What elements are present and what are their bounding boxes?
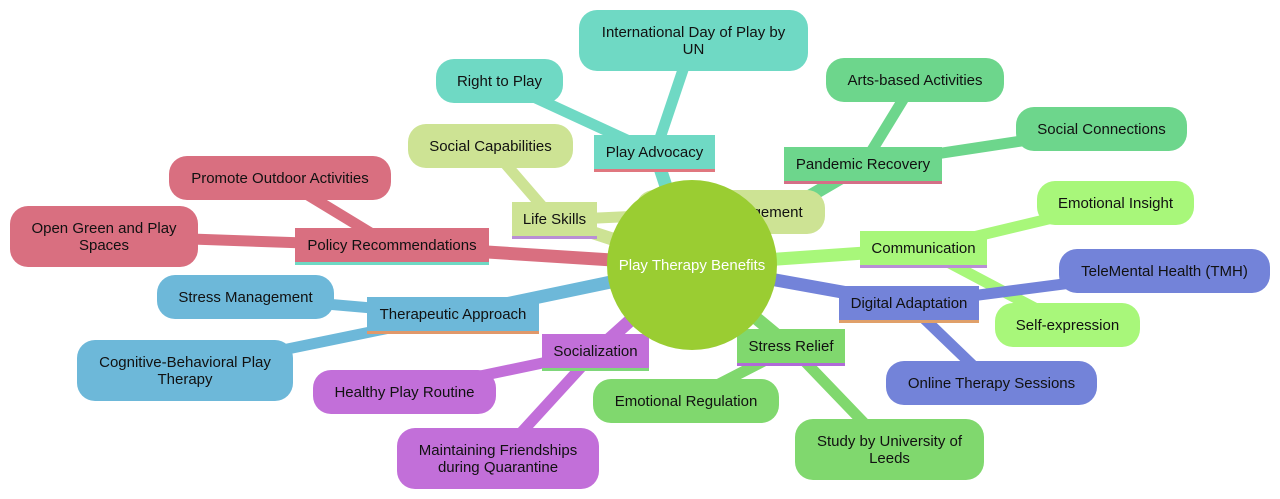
leaf-emotional-regulation[interactable]: Emotional Regulation <box>593 379 779 423</box>
branch-stress-relief[interactable]: Stress Relief <box>737 329 845 366</box>
leaf-international-day-of-play[interactable]: International Day of Play by UN <box>579 10 808 71</box>
leaf-telemental-health[interactable]: TeleMental Health (TMH) <box>1059 249 1270 293</box>
leaf-social-connections[interactable]: Social Connections <box>1016 107 1187 151</box>
branch-therapeutic-approach[interactable]: Therapeutic Approach <box>367 297 539 334</box>
branch-pandemic-recovery[interactable]: Pandemic Recovery <box>784 147 942 184</box>
leaf-maintaining-friendships[interactable]: Maintaining Friendships during Quarantin… <box>397 428 599 489</box>
branch-digital-adaptation[interactable]: Digital Adaptation <box>839 286 979 323</box>
leaf-cognitive-behavioral-play-therapy[interactable]: Cognitive-Behavioral Play Therapy <box>77 340 293 401</box>
center-node[interactable]: Play Therapy Benefits <box>607 180 777 350</box>
branch-policy-recommendations[interactable]: Policy Recommendations <box>295 228 489 265</box>
branch-socialization[interactable]: Socialization <box>542 334 649 371</box>
leaf-social-capabilities[interactable]: Social Capabilities <box>408 124 573 168</box>
branch-play-advocacy[interactable]: Play Advocacy <box>594 135 715 172</box>
leaf-open-green-and-play-spaces[interactable]: Open Green and Play Spaces <box>10 206 198 267</box>
leaf-online-therapy-sessions[interactable]: Online Therapy Sessions <box>886 361 1097 405</box>
leaf-self-expression[interactable]: Self-expression <box>995 303 1140 347</box>
leaf-emotional-insight[interactable]: Emotional Insight <box>1037 181 1194 225</box>
leaf-right-to-play[interactable]: Right to Play <box>436 59 563 103</box>
leaf-healthy-play-routine[interactable]: Healthy Play Routine <box>313 370 496 414</box>
leaf-study-university-of-leeds[interactable]: Study by University of Leeds <box>795 419 984 480</box>
branch-communication[interactable]: Communication <box>860 231 987 268</box>
leaf-stress-management[interactable]: Stress Management <box>157 275 334 319</box>
leaf-arts-based-activities[interactable]: Arts-based Activities <box>826 58 1004 102</box>
leaf-promote-outdoor-activities[interactable]: Promote Outdoor Activities <box>169 156 391 200</box>
branch-life-skills[interactable]: Life Skills <box>512 202 597 239</box>
